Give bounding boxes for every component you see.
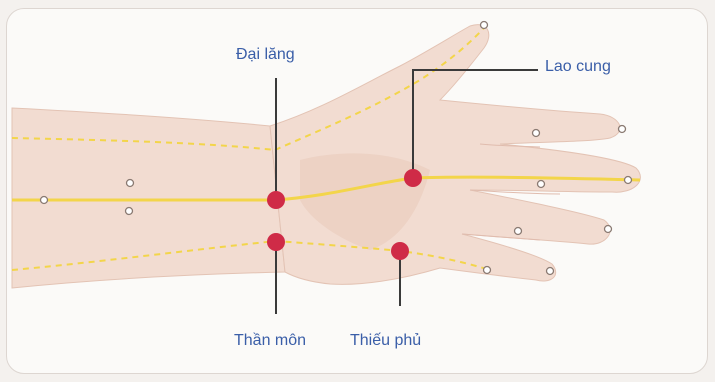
meridian-point bbox=[547, 268, 554, 275]
meridian-point bbox=[484, 267, 491, 274]
meridian-point bbox=[126, 208, 133, 215]
meridian-point bbox=[127, 180, 134, 187]
meridian-point bbox=[533, 130, 540, 137]
label-than-mon: Thần môn bbox=[234, 332, 306, 350]
acupoint-dai-lang bbox=[267, 191, 285, 209]
label-dai-lang: Đại lăng bbox=[236, 46, 295, 64]
meridian-point bbox=[619, 126, 626, 133]
meridian-point bbox=[515, 228, 522, 235]
meridian-point bbox=[605, 226, 612, 233]
meridian-point bbox=[41, 197, 48, 204]
label-lao-cung: Lao cung bbox=[545, 58, 611, 76]
label-thieu-phu: Thiếu phủ bbox=[350, 332, 421, 350]
meridian-point bbox=[538, 181, 545, 188]
acupoint-thieu-phu bbox=[391, 242, 409, 260]
forearm bbox=[12, 108, 285, 288]
meridian-point bbox=[625, 177, 632, 184]
meridian-point bbox=[481, 22, 488, 29]
acupoint-than-mon bbox=[267, 233, 285, 251]
acupoint-lao-cung bbox=[404, 169, 422, 187]
